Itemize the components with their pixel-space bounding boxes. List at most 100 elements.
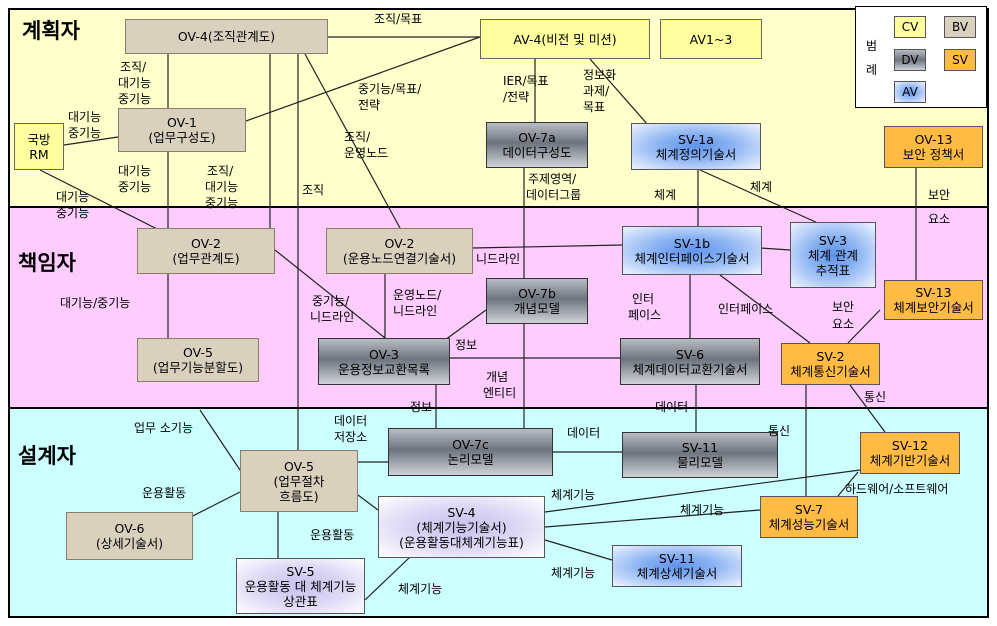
edge-rm-ov2a xyxy=(39,169,166,234)
label-rm-ov2-2: 중기능 xyxy=(56,206,90,220)
label-org-big-1: 조직/ xyxy=(207,164,234,178)
label-security-2: 요소 xyxy=(928,212,951,226)
node-av4[interactable]: AV-4(비전 및 미션) xyxy=(480,19,650,59)
node-sv1a-label-1: SV-1a xyxy=(678,131,714,147)
node-ov7a-label-2: 데이터구성도 xyxy=(502,145,572,160)
edge-ov5a-ov5b xyxy=(199,409,241,471)
node-sv4-label-1: SV-4 xyxy=(447,504,476,520)
label-org-node-2: 운영노드 xyxy=(344,146,389,160)
node-av13-label: AV1~3 xyxy=(689,31,733,47)
label-data-2: 데이터 xyxy=(567,426,601,440)
node-rm-label-2: RM xyxy=(29,146,49,162)
label-comm-1: 통신 xyxy=(864,390,887,404)
node-sv12-label-1: SV-12 xyxy=(891,438,929,453)
node-ov7a-label-1: OV-7a xyxy=(518,130,556,145)
edge-av4-sv1a xyxy=(589,58,649,126)
node-ov13-label-2: 보안 정책서 xyxy=(902,147,965,162)
legend: 범 례 CV BV DV SV AV xyxy=(855,6,987,108)
node-sv5-label-1: SV-5 xyxy=(286,563,315,579)
node-sv2-label-1: SV-2 xyxy=(816,349,845,364)
label-security-1: 보안 xyxy=(928,188,951,202)
label-sec-elem-1: 보안 xyxy=(832,300,855,314)
edge-sv4-sv11b xyxy=(544,539,613,561)
node-ov5-funcsplit[interactable]: OV-5(업무기능분할도) xyxy=(137,338,259,382)
edge-sv5-sv4 xyxy=(364,556,411,601)
label-info-1: 정보화 xyxy=(583,68,617,82)
edge-sv4-sv12 xyxy=(544,469,861,513)
node-sv13-label-2: 체계보안기술서 xyxy=(893,300,974,315)
node-ov4-label: OV-4(조직관계도) xyxy=(177,29,276,44)
node-ov2-opnode-label-1: OV-2 xyxy=(384,236,415,251)
node-sv4[interactable]: SV-4(체계기능기술서)(운용활동대체계기능표) xyxy=(378,496,545,558)
node-sv3-label-1: SV-3 xyxy=(818,232,848,248)
label-comm-2: 통신 xyxy=(768,424,791,438)
node-ov4[interactable]: OV-4(조직관계도) xyxy=(125,19,328,54)
node-ov1-label-1: OV-1 xyxy=(167,115,197,130)
label-concept-1: 개념 xyxy=(486,370,509,384)
edge-sv1b-sv3 xyxy=(759,247,791,251)
label-org-big-3: 중기능 xyxy=(205,196,239,210)
label-info-2: 과제/ xyxy=(583,84,610,98)
label-ov4-ov1-2: 대기능 xyxy=(118,76,152,90)
label-system-1: 체계 xyxy=(654,188,677,202)
label-op-act-2: 운용활동 xyxy=(310,528,355,542)
node-sv5-label-3: 상관표 xyxy=(283,593,318,609)
node-ov2-opnode[interactable]: OV-2(운용노드연결기술서) xyxy=(326,228,473,274)
label-mid-goal-2: 전략 xyxy=(358,98,381,112)
label-sysfunc-2: 체계기능 xyxy=(680,503,725,517)
node-ov2-task[interactable]: OV-2(업무관계도) xyxy=(137,228,275,274)
node-ov7b-label-2: 개념모델 xyxy=(513,301,560,316)
label-info-b: 정보 xyxy=(410,400,433,414)
label-hw-sw: 하드웨어/소프트웨어 xyxy=(845,482,949,496)
node-ov2-task-label-1: OV-2 xyxy=(191,236,221,251)
label-ier-1: IER/목표 xyxy=(503,74,549,88)
node-av13[interactable]: AV1~3 xyxy=(660,19,762,59)
node-ov5-funcsplit-label-2: (업무기능분할도) xyxy=(152,360,244,375)
label-mid-needline-1: 중기능/ xyxy=(312,294,350,308)
band-title-designer: 설계자 xyxy=(18,444,76,468)
label-sysfunc-4: 체계기능 xyxy=(398,582,443,596)
node-ov5-procflow-label-3: 흐름도) xyxy=(279,488,319,504)
label-system-2: 체계 xyxy=(750,180,773,194)
label-interface-3: 인터페이스 xyxy=(718,302,774,316)
label-sysfunc-1: 체계기능 xyxy=(551,488,596,502)
edge-sv1a-sv3 xyxy=(699,169,821,225)
node-sv3-label-2: 체계 관계 xyxy=(808,247,858,263)
label-rm-ov2-1: 대기능 xyxy=(56,190,90,204)
node-ov2-opnode-label-2: (운용노드연결기술서) xyxy=(342,251,457,266)
label-org-big-2: 대기능 xyxy=(205,180,239,194)
node-ov6-label-1: OV-6 xyxy=(114,521,145,536)
node-ov6[interactable]: OV-6(상세기술서) xyxy=(66,512,193,560)
node-ov1[interactable]: OV-1(업무구성도) xyxy=(118,108,246,152)
legend-sv: SV xyxy=(944,49,976,71)
node-sv4-label-3: (운용활동대체계기능표) xyxy=(399,534,524,550)
edge-sv4-sv7 xyxy=(544,509,761,528)
edge-ov2a-ov3 xyxy=(274,249,386,339)
label-subject-1: 주제영역/ xyxy=(528,172,577,186)
legend-bv: BV xyxy=(944,16,976,38)
label-rm-ov1-2: 중기능 xyxy=(68,126,102,140)
label-needline: 니드라인 xyxy=(476,252,521,266)
edge-rm-ov1 xyxy=(63,136,119,146)
node-sv11-detail-label-2: 체계상세기술서 xyxy=(636,566,718,581)
node-ov5-procflow-label-2: (업무절차 xyxy=(273,473,325,489)
label-interface-1: 인터 xyxy=(632,292,655,306)
